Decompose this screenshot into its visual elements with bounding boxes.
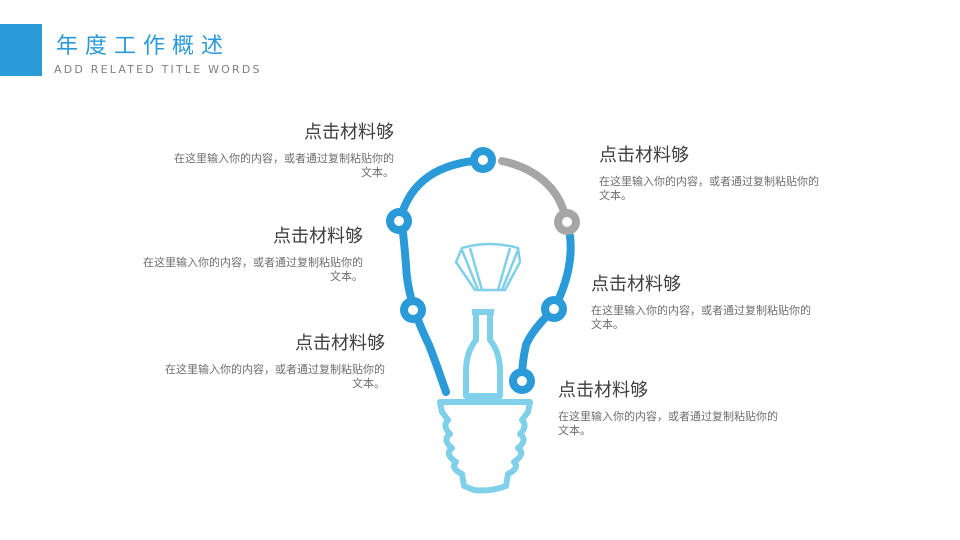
item-heading: 点击材料够	[304, 122, 394, 143]
item-body: 在这里输入你的内容，或者通过复制粘贴你的文本。	[165, 363, 385, 390]
item-heading: 点击材料够	[295, 333, 385, 354]
item-body: 在这里输入你的内容，或者通过复制粘贴你的文本。	[558, 410, 778, 437]
item-heading: 点击材料够	[273, 226, 363, 247]
item-top-left: 点击材料够 在这里输入你的内容，或者通过复制粘贴你的文本。	[154, 122, 394, 180]
bulb-filament-icon	[454, 242, 522, 292]
node-top-center	[470, 147, 496, 173]
item-mid-right: 点击材料够 在这里输入你的内容，或者通过复制粘贴你的文本。	[591, 274, 831, 332]
item-top-right: 点击材料够 在这里输入你的内容，或者通过复制粘贴你的文本。	[599, 145, 839, 203]
node-mid-left	[400, 297, 426, 323]
page-title: 年度工作概述	[56, 34, 231, 59]
item-heading: 点击材料够	[558, 380, 648, 401]
item-body: 在这里输入你的内容，或者通过复制粘贴你的文本。	[174, 152, 394, 179]
title-accent-block	[0, 24, 42, 76]
item-body: 在这里输入你的内容，或者通过复制粘贴你的文本。	[591, 304, 811, 331]
node-mid-right	[541, 296, 567, 322]
item-heading: 点击材料够	[591, 274, 681, 295]
item-bottom-left: 点击材料够 在这里输入你的内容，或者通过复制粘贴你的文本。	[145, 333, 385, 391]
item-bottom-right: 点击材料够 在这里输入你的内容，或者通过复制粘贴你的文本。	[558, 380, 798, 438]
node-lower-right	[509, 368, 535, 394]
item-mid-left: 点击材料够 在这里输入你的内容，或者通过复制粘贴你的文本。	[123, 226, 363, 284]
page-subtitle: ADD RELATED TITLE WORDS	[54, 63, 262, 76]
arc-segment-blue-left	[396, 156, 487, 396]
node-upper-right	[554, 209, 580, 235]
item-body: 在这里输入你的内容，或者通过复制粘贴你的文本。	[143, 256, 363, 283]
item-body: 在这里输入你的内容，或者通过复制粘贴你的文本。	[599, 175, 819, 202]
bulb-base-icon	[437, 399, 533, 494]
node-upper-left	[386, 208, 412, 234]
bulb-neck-icon	[463, 309, 503, 399]
item-heading: 点击材料够	[599, 145, 689, 166]
arc-segment-blue-right	[518, 232, 575, 384]
arc-segment-gray	[498, 157, 570, 224]
